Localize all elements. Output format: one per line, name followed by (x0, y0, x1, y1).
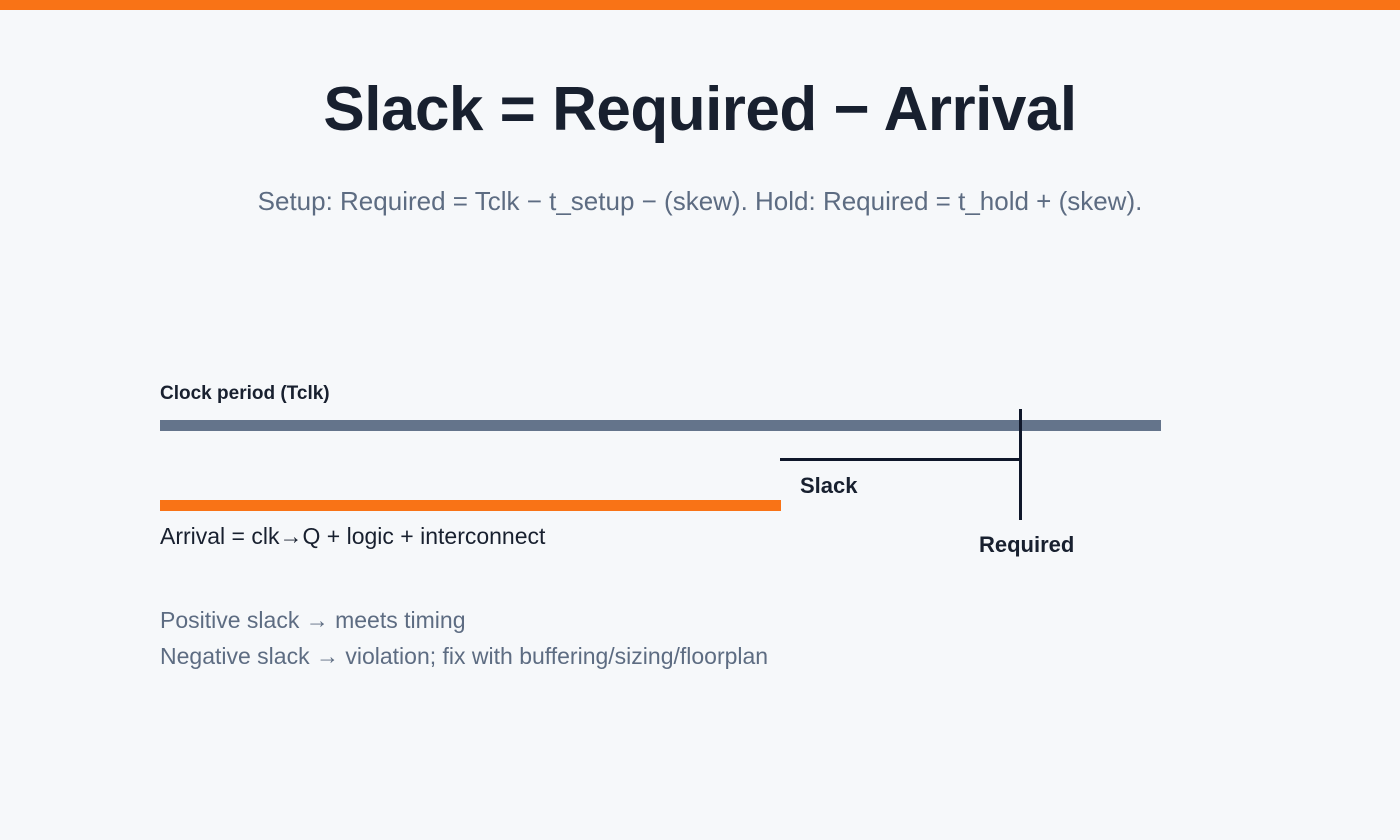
page-subtitle: Setup: Required = Tclk − t_setup − (skew… (257, 186, 1143, 216)
clock-period-bar (160, 420, 1161, 431)
arrival-equation-caption: Arrival = clk→Q + logic + interconnect (160, 523, 546, 549)
notes-list: Positive slack → meets timing Negative s… (160, 602, 1260, 674)
clock-period-label: Clock period (Tclk) (160, 383, 330, 404)
slack-span-line (780, 458, 1021, 461)
slack-label: Slack (800, 473, 858, 498)
page-title: Slack = Required − Arrival (323, 75, 1077, 144)
required-marker-line (1019, 409, 1022, 520)
note-positive-slack: Positive slack → meets timing (160, 607, 466, 633)
top-accent-bar (0, 0, 1400, 10)
arrival-path-bar (160, 500, 781, 511)
required-label: Required (979, 532, 1075, 557)
note-negative-slack: Negative slack → violation; fix with buf… (160, 643, 769, 670)
